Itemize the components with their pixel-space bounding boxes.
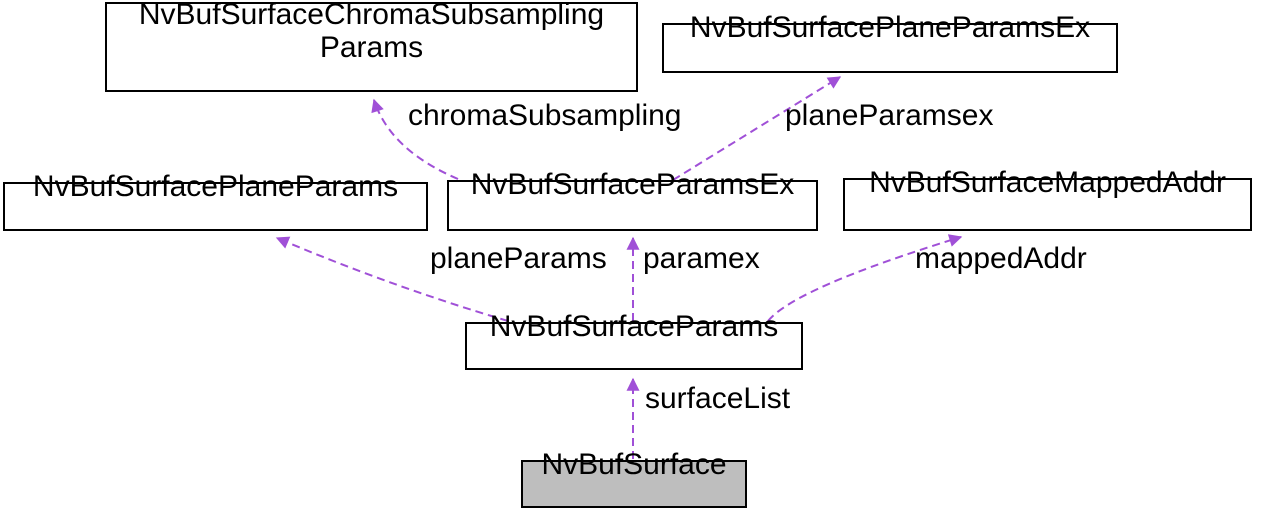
node-nvbufsurfaceplaneparams[interactable]: NvBufSurfacePlaneParams: [3, 170, 428, 231]
node-nvbufsurfaceparamsex[interactable]: NvBufSurfaceParamsEx: [447, 168, 818, 231]
node-label-line2: Params: [319, 31, 424, 64]
node-label: NvBufSurfaceChromaSubsampling Params: [107, 0, 636, 64]
edge-label-paramex: paramex: [643, 242, 760, 275]
node-nvbufsurfacechromasubsamplingparams[interactable]: NvBufSurfaceChromaSubsampling Params: [105, 0, 638, 92]
node-nvbufsurfaceparams[interactable]: NvBufSurfaceParams: [465, 310, 803, 370]
node-nvbufsurface[interactable]: NvBufSurface: [521, 448, 747, 508]
node-label: NvBufSurfacePlaneParamsEx: [689, 11, 1091, 44]
node-label: NvBufSurfaceParamsEx: [470, 168, 795, 201]
node-label: NvBufSurfaceMappedAddr: [869, 166, 1226, 199]
node-nvbufsurfacemappedaddr[interactable]: NvBufSurfaceMappedAddr: [843, 166, 1252, 231]
edge-label-mappedaddr: mappedAddr: [915, 242, 1087, 275]
node-label: NvBufSurfaceParams: [489, 310, 779, 343]
edge-label-chromasubsampling: chromaSubsampling: [408, 99, 682, 132]
node-label: NvBufSurfacePlaneParams: [32, 170, 399, 203]
edge-label-surfacelist: surfaceList: [645, 382, 791, 415]
edge-label-planeparamsex: planeParamsex: [785, 99, 994, 132]
node-label-line1: NvBufSurfaceChromaSubsampling: [138, 0, 605, 31]
node-nvbufsurfaceplaneparamsex[interactable]: NvBufSurfacePlaneParamsEx: [662, 11, 1118, 73]
edge-label-planeparams: planeParams: [430, 242, 607, 275]
node-label: NvBufSurface: [541, 448, 727, 481]
